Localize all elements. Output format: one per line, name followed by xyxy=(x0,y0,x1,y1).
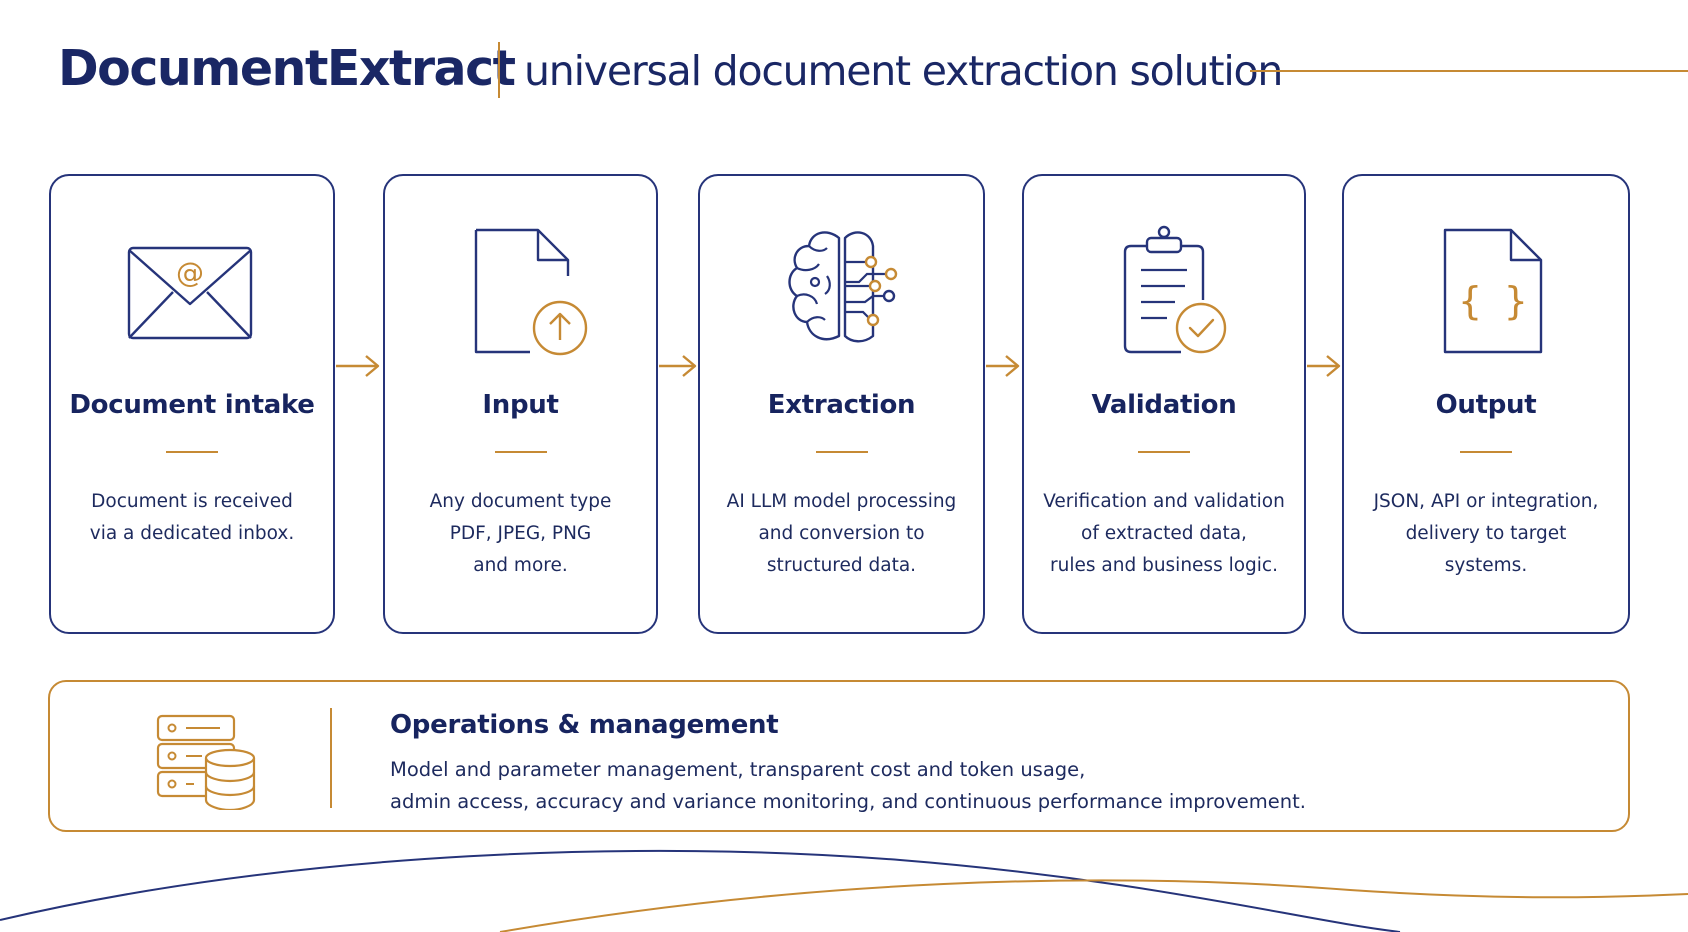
step-description: JSON, API or integration, delivery to ta… xyxy=(1352,486,1620,582)
json-file-icon: { } xyxy=(1411,216,1561,366)
svg-text:@: @ xyxy=(176,256,204,289)
step-description: Any document type PDF, JPEG, PNG and mor… xyxy=(393,486,648,582)
step-title: Output xyxy=(1435,390,1537,420)
ops-title: Operations & management xyxy=(390,710,779,740)
desc-line: PDF, JPEG, PNG xyxy=(449,523,592,544)
desc-line: Verification and validation xyxy=(1043,491,1285,512)
desc-line: structured data. xyxy=(766,555,917,576)
decorative-waves xyxy=(0,849,1688,932)
clipboard-check-icon xyxy=(1089,216,1239,366)
desc-line: Any document type xyxy=(429,491,612,512)
flow-arrow xyxy=(659,352,699,380)
step-card-document-intake: @ Document intake Document is received v… xyxy=(49,174,335,634)
header: DocumentExtract universal document extra… xyxy=(58,36,1688,100)
step-card-input: Input Any document type PDF, JPEG, PNG a… xyxy=(383,174,658,634)
title-accent xyxy=(1138,451,1190,453)
flow-arrow xyxy=(1307,352,1343,380)
desc-line: and more. xyxy=(473,555,568,576)
flow-arrow xyxy=(986,352,1022,380)
desc-line: JSON, API or integration, xyxy=(1373,491,1599,512)
ops-divider xyxy=(330,708,332,808)
desc-line: Document is received xyxy=(91,491,293,512)
desc-line: AI LLM model processing xyxy=(726,491,957,512)
step-card-validation: Validation Verification and validation o… xyxy=(1022,174,1306,634)
flow-arrow xyxy=(336,352,382,380)
operations-panel: Operations & management Model and parame… xyxy=(48,680,1630,832)
title-accent xyxy=(815,451,868,453)
brain-circuit-icon xyxy=(767,216,917,366)
step-title: Extraction xyxy=(767,390,916,420)
server-database-icon xyxy=(150,710,262,812)
step-title: Validation xyxy=(1091,390,1237,420)
desc-line: and conversion to xyxy=(758,523,925,544)
step-title: Input xyxy=(482,390,559,420)
header-rule xyxy=(1250,70,1688,72)
title-accent xyxy=(494,451,547,453)
envelope-at-icon: @ xyxy=(117,216,267,366)
desc-line: of extracted data, xyxy=(1081,523,1247,544)
desc-line: rules and business logic. xyxy=(1050,555,1278,576)
ops-description-line: Model and parameter management, transpar… xyxy=(390,758,1086,781)
step-description: Verification and validation of extracted… xyxy=(1032,486,1296,582)
title-accent xyxy=(166,451,218,453)
brand-divider xyxy=(498,42,500,98)
step-description: Document is received via a dedicated inb… xyxy=(59,486,325,550)
svg-text:{ }: { } xyxy=(1459,279,1528,323)
brand-title: DocumentExtract xyxy=(58,40,516,97)
ops-description-line: admin access, accuracy and variance moni… xyxy=(390,790,1306,813)
step-card-extraction: Extraction AI LLM model processing and c… xyxy=(698,174,985,634)
desc-line: systems. xyxy=(1444,555,1528,576)
title-accent xyxy=(1460,451,1512,453)
step-description: AI LLM model processing and conversion t… xyxy=(708,486,975,582)
step-card-output: { } Output JSON, API or integration, del… xyxy=(1342,174,1630,634)
desc-line: via a dedicated inbox. xyxy=(89,523,295,544)
desc-line: delivery to target xyxy=(1405,523,1567,544)
step-title: Document intake xyxy=(69,390,315,420)
document-upload-icon xyxy=(446,216,596,366)
tagline: universal document extraction solution xyxy=(524,47,1283,95)
